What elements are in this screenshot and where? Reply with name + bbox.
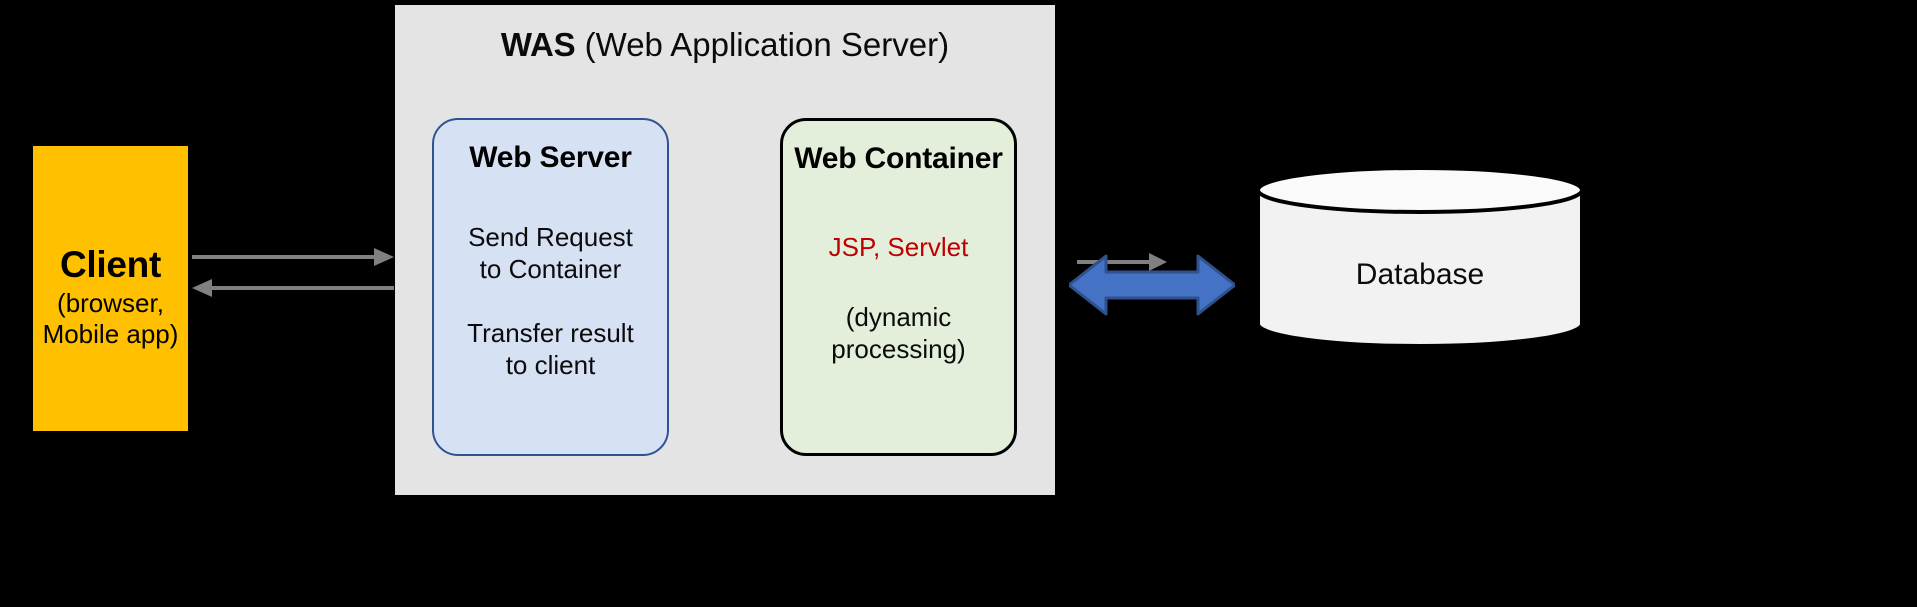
arrow-right-icon [192, 248, 394, 266]
cylinder-top [1256, 166, 1584, 214]
was-title: WAS (Web Application Server) [395, 26, 1055, 63]
was-panel: WAS (Web Application Server) Web Server … [395, 5, 1167, 495]
web-server-line-2: Transfer result to client [467, 317, 634, 380]
web-container-line-2: (dynamic processing) [831, 301, 966, 364]
was-title-strong: WAS [500, 26, 576, 63]
client-subtitle: (browser, Mobile app) [42, 287, 179, 350]
was-database-arrow [1067, 248, 1237, 322]
client-was-arrows [192, 238, 394, 308]
arrow-left-icon [192, 279, 394, 297]
web-server-line-1: Send Request to Container [468, 221, 633, 284]
arrow-right-icon [1077, 253, 1167, 271]
database-label: Database [1355, 258, 1485, 291]
web-container-tech-label: JSP, Servlet [828, 231, 969, 262]
database-cylinder [1255, 166, 1585, 348]
web-container-title: Web Container [794, 142, 1003, 175]
cylinder-body [1256, 188, 1584, 348]
client-box: Client (browser, Mobile app) [33, 146, 188, 431]
web-server-box: Web Server Send Request to Container Tra… [432, 118, 669, 456]
web-server-title: Web Server [469, 141, 632, 174]
was-title-light: (Web Application Server) [575, 26, 950, 63]
double-arrow-icon [1067, 254, 1237, 316]
web-container-box: Web Container JSP, Servlet (dynamic proc… [780, 118, 1017, 456]
client-title: Client [60, 244, 161, 286]
